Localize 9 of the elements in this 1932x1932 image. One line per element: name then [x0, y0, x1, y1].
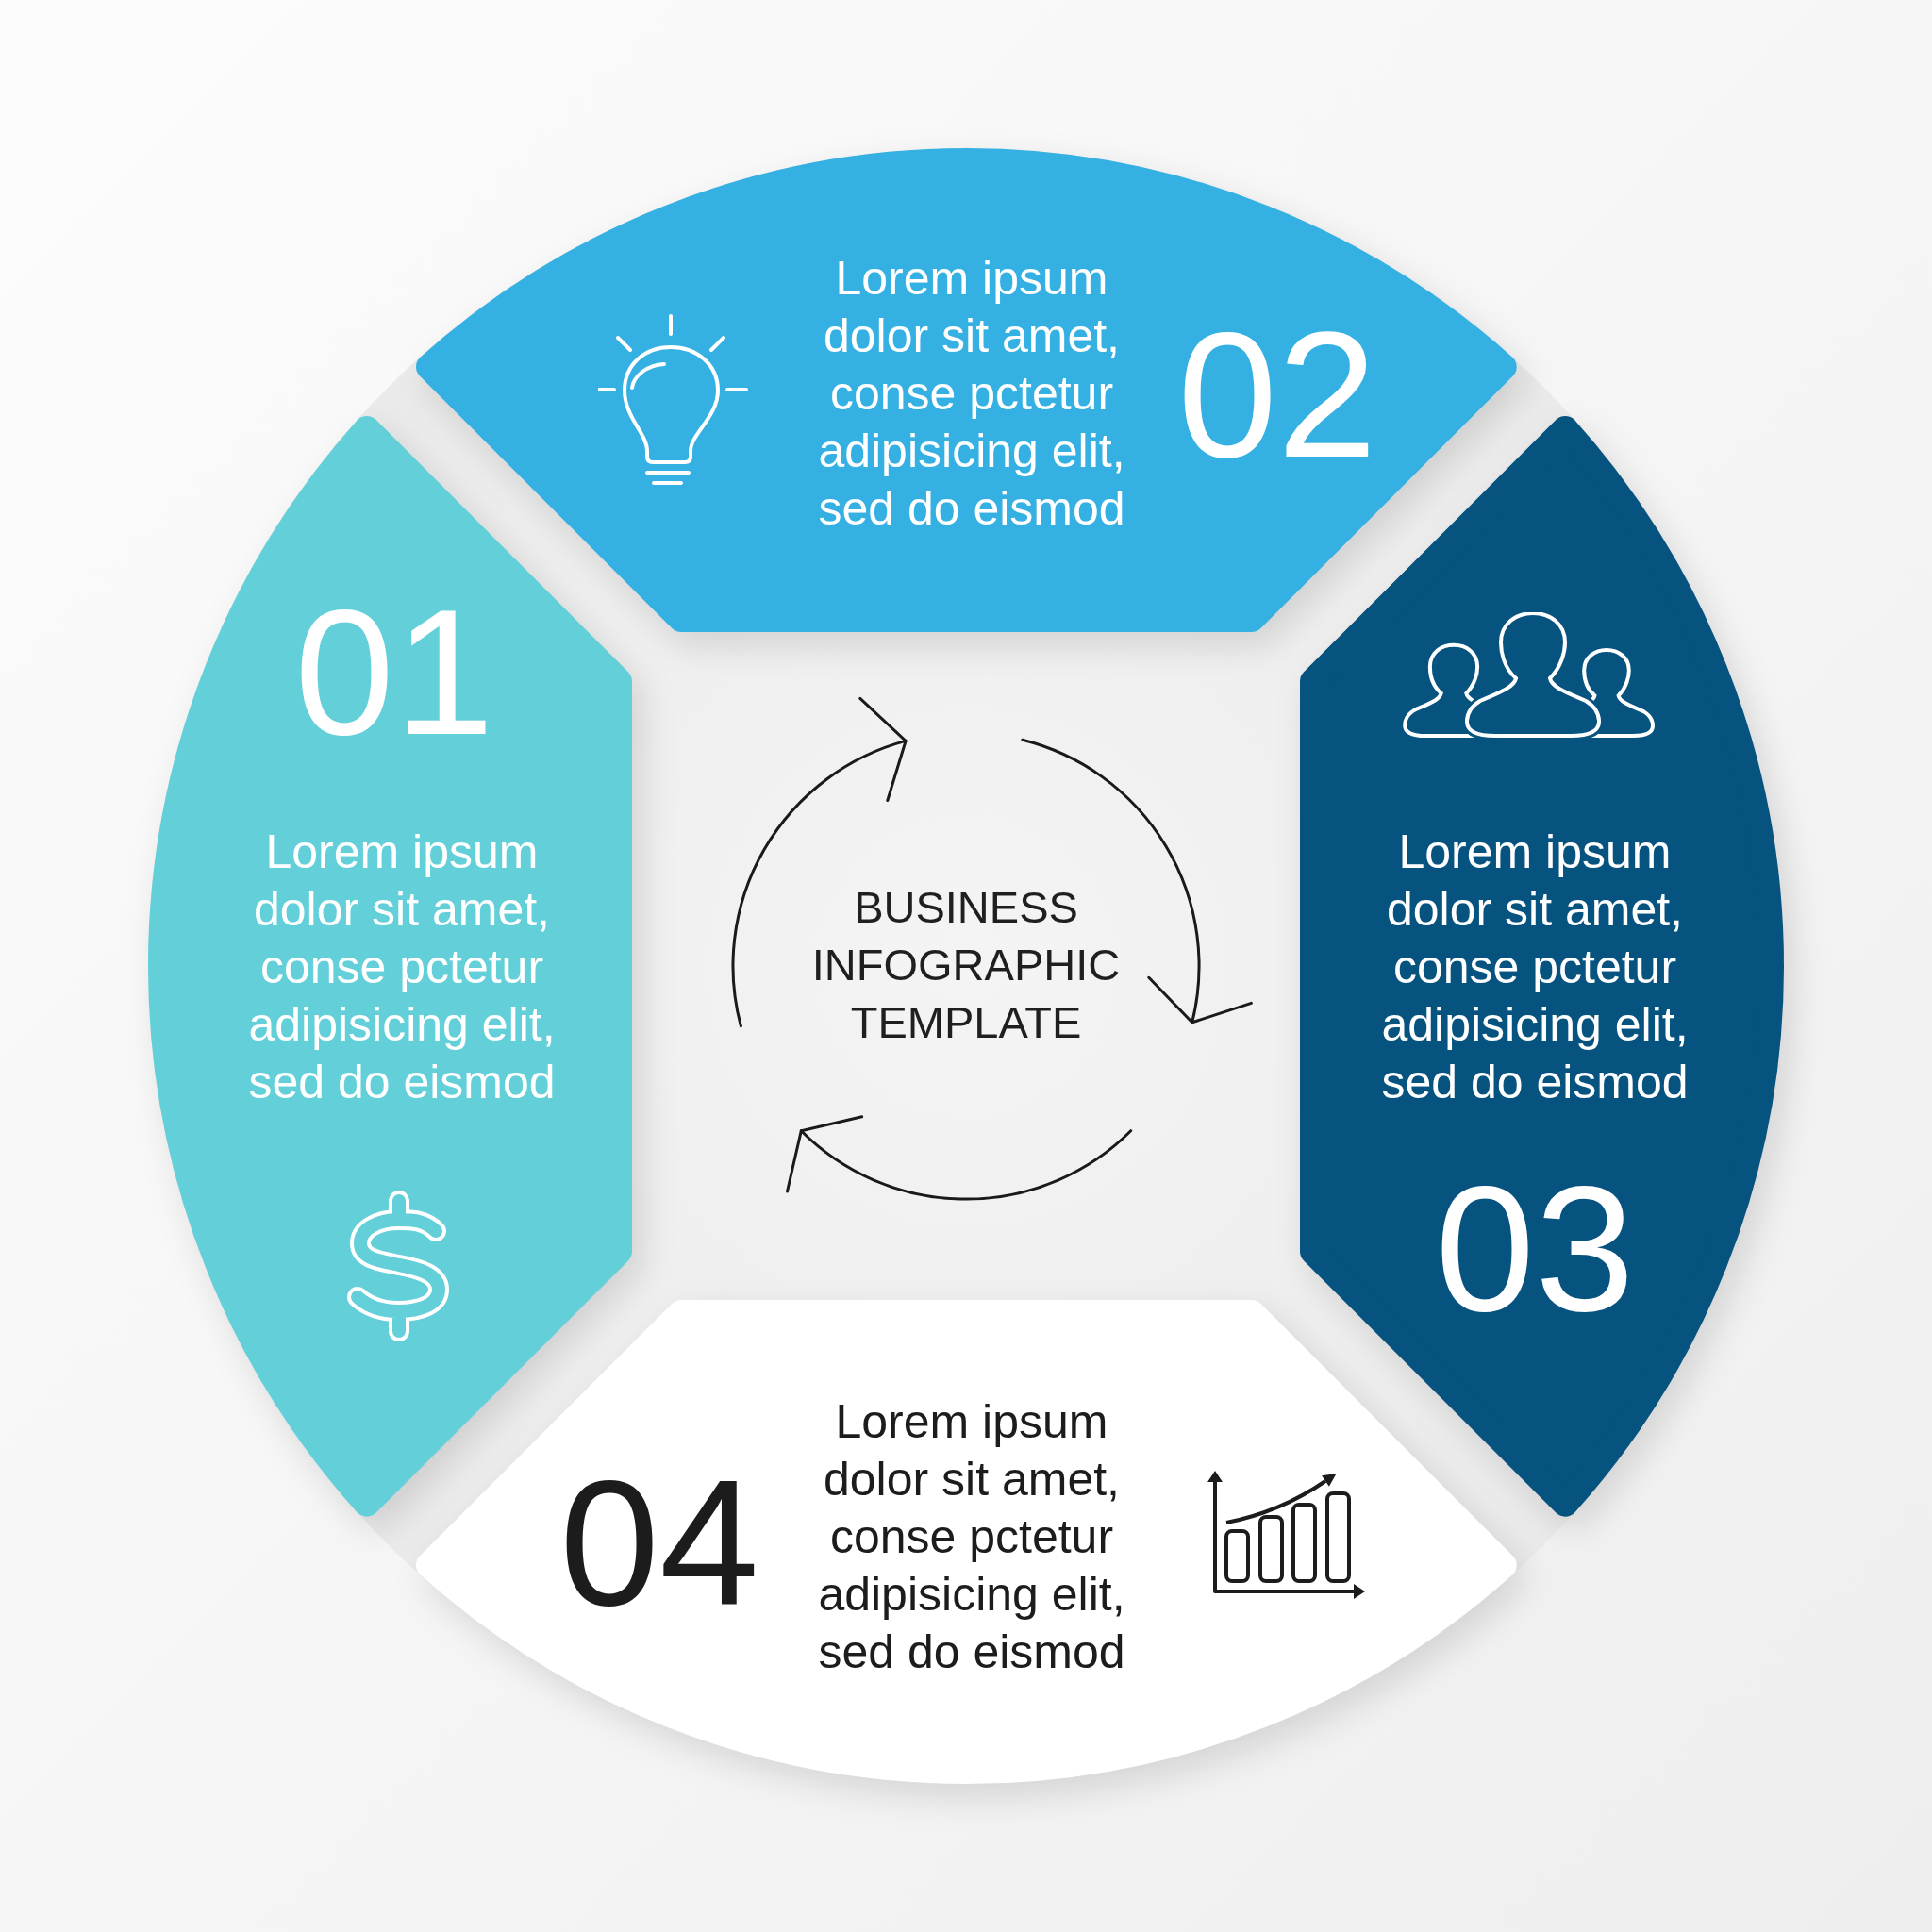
step-number: 03 — [1435, 1158, 1635, 1338]
infographic-title: BUSINESS INFOGRAPHIC TEMPLATE — [810, 880, 1122, 1049]
body-text: Lorem ipsum dolor sit amet, conse pctetur adipisicing elit, sed do eismod — [817, 1393, 1126, 1680]
body-text: Lorem ipsum dolor sit amet, conse pctetur adipisicing elit, sed do eismod — [247, 824, 557, 1110]
step-number: 04 — [559, 1453, 759, 1632]
body-text: Lorem ipsum dolor sit amet, conse pctetur adipisicing elit, sed do eismod — [1380, 824, 1690, 1110]
step-number: 02 — [1177, 305, 1377, 484]
body-text: Lorem ipsum dolor sit amet, conse pctetur adipisicing elit, sed do eismod — [817, 250, 1126, 537]
step-number: 01 — [294, 582, 494, 761]
